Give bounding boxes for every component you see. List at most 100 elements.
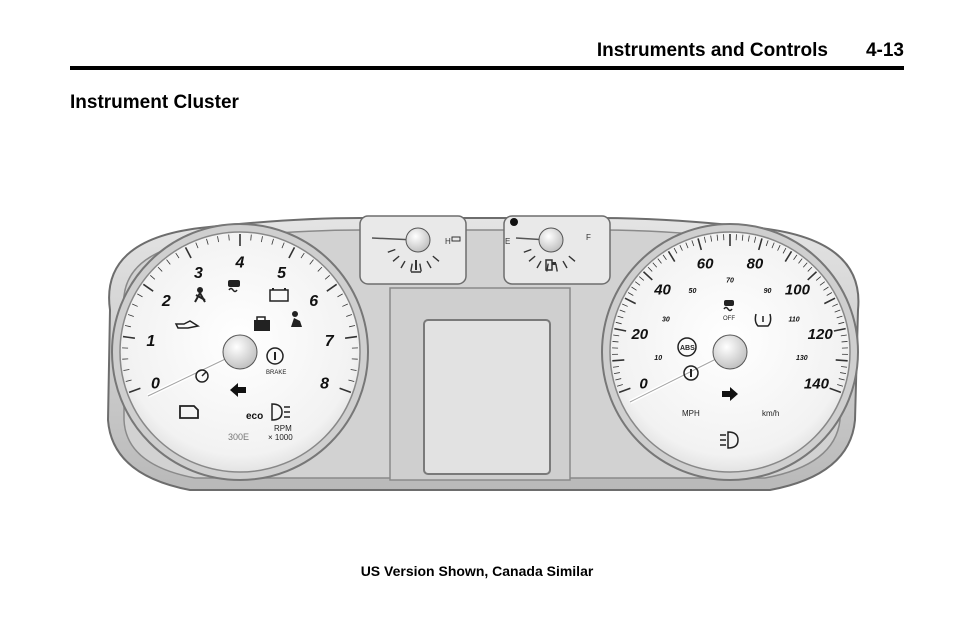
seatbelt-icon bbox=[194, 287, 206, 303]
speed-tick bbox=[615, 321, 622, 325]
speed-tick bbox=[741, 234, 744, 241]
speed-tick bbox=[614, 327, 627, 332]
tach-tick bbox=[250, 234, 252, 241]
speed-tick bbox=[829, 387, 842, 394]
speed-tick bbox=[841, 341, 848, 343]
odometer-mode-icon: 300E bbox=[228, 432, 249, 442]
small-gauge-tick bbox=[555, 263, 558, 272]
tach-tick bbox=[124, 325, 131, 328]
tach-tick bbox=[300, 252, 305, 259]
speed-tick bbox=[617, 315, 624, 319]
speed-tick bbox=[819, 281, 826, 286]
rpm-multiplier: × 1000 bbox=[268, 433, 293, 442]
page-number: 4-13 bbox=[865, 40, 904, 61]
tach-tick bbox=[123, 369, 130, 371]
speed-tick bbox=[836, 315, 843, 319]
speed-tick bbox=[826, 292, 833, 296]
driver-info-display bbox=[423, 319, 551, 475]
tach-tick bbox=[288, 246, 296, 259]
speed-tick bbox=[823, 286, 829, 291]
tach-tick bbox=[346, 314, 353, 317]
tach-tick bbox=[150, 275, 156, 280]
fuel-empty-mark: E bbox=[505, 237, 510, 246]
speed-tick bbox=[652, 262, 658, 268]
fuel-gauge: F E bbox=[503, 215, 611, 285]
speed-tick bbox=[798, 258, 803, 264]
speed-tick bbox=[840, 372, 847, 375]
off-label: OFF bbox=[723, 316, 735, 322]
speed-tick bbox=[667, 250, 676, 262]
tach-tick bbox=[184, 246, 192, 259]
tach-tick bbox=[127, 314, 134, 317]
speed-tick bbox=[638, 276, 645, 281]
speed-tick bbox=[647, 266, 653, 272]
tach-tick bbox=[157, 266, 163, 272]
tach-tick bbox=[342, 303, 348, 307]
traction-control-icon bbox=[228, 280, 240, 293]
tach-tick bbox=[195, 242, 199, 249]
speed-tick bbox=[627, 292, 634, 296]
tach-tick bbox=[128, 387, 141, 394]
page-title: Instrument Cluster bbox=[70, 92, 239, 113]
stabilitrak-off-icon: OFF bbox=[723, 300, 735, 322]
speed-hub bbox=[712, 334, 748, 370]
tach-tick bbox=[142, 283, 154, 292]
page-header: Instruments and Controls 4-13 bbox=[70, 38, 904, 70]
tach-tick bbox=[125, 379, 132, 382]
tach-numeral: 6 bbox=[309, 293, 318, 310]
mph-numeral: 60 bbox=[697, 256, 714, 273]
small-gauge-tick bbox=[419, 263, 422, 272]
brake-pad-icon bbox=[683, 365, 699, 381]
speed-tick bbox=[622, 303, 628, 307]
speed-tick bbox=[807, 266, 813, 272]
kmh-numeral: 110 bbox=[788, 317, 799, 324]
abs-icon: ABS bbox=[677, 337, 697, 357]
tach-tick bbox=[281, 242, 285, 249]
mph-numeral: 80 bbox=[747, 256, 764, 273]
turn-left-icon bbox=[230, 383, 246, 397]
fuel-full-mark: F bbox=[586, 233, 591, 242]
tach-hub bbox=[222, 334, 258, 370]
speed-tick bbox=[657, 258, 662, 264]
check-engine-icon bbox=[179, 405, 199, 419]
fuel-pump-icon bbox=[545, 259, 556, 271]
speed-tick bbox=[807, 271, 818, 281]
mph-label: MPH bbox=[682, 409, 700, 418]
speed-tick bbox=[841, 366, 848, 368]
small-gauge-tick bbox=[387, 248, 396, 253]
temp-hot-bar bbox=[451, 236, 461, 242]
tach-numeral: 0 bbox=[151, 375, 160, 392]
tach-tick bbox=[348, 379, 355, 382]
speed-tick bbox=[616, 384, 623, 387]
speed-tick bbox=[765, 240, 769, 247]
mph-numeral: 0 bbox=[639, 376, 648, 393]
tach-tick bbox=[271, 238, 274, 245]
speed-tick bbox=[802, 262, 808, 268]
speed-tick bbox=[834, 309, 841, 313]
speed-tick bbox=[747, 235, 750, 242]
tach-numeral: 1 bbox=[146, 333, 155, 350]
small-gauge-tick bbox=[562, 260, 568, 269]
small-gauge-tick bbox=[528, 255, 536, 262]
speed-tick bbox=[613, 334, 620, 337]
tach-tick bbox=[317, 266, 323, 272]
speed-tick bbox=[673, 247, 678, 254]
speed-tick bbox=[835, 359, 848, 362]
speed-tick bbox=[618, 387, 631, 394]
speed-tick bbox=[793, 254, 798, 261]
speed-tick bbox=[833, 327, 846, 332]
small-gauge-tick bbox=[432, 255, 440, 262]
figure-caption: US Version Shown, Canada Similar bbox=[360, 563, 594, 579]
brake-label: BRAKE bbox=[266, 370, 286, 376]
kmh-numeral: 10 bbox=[654, 355, 662, 362]
mph-numeral: 140 bbox=[804, 376, 830, 393]
eco-indicator: eco bbox=[246, 411, 263, 422]
kmh-label: km/h bbox=[762, 409, 779, 418]
tach-numeral: 4 bbox=[235, 255, 245, 272]
speed-tick bbox=[685, 242, 689, 249]
speed-tick bbox=[815, 276, 822, 281]
tach-tick bbox=[339, 387, 352, 394]
tach-tick bbox=[228, 234, 230, 241]
